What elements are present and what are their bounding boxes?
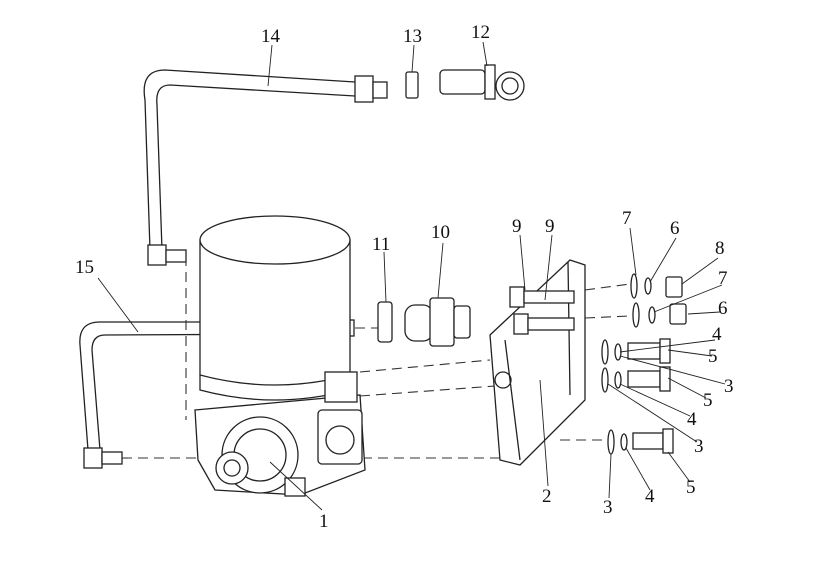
callout-15: 15 (75, 257, 94, 278)
bolts-9 (509, 286, 575, 335)
callout-10: 10 (431, 222, 450, 243)
callout-5c: 5 (686, 477, 696, 498)
callout-5a: 5 (708, 346, 718, 367)
callout-11: 11 (372, 234, 390, 255)
callout-6a: 6 (670, 218, 680, 239)
callout-6b: 6 (718, 298, 728, 319)
fitting-12 (439, 64, 525, 101)
callout-12: 12 (471, 22, 490, 43)
fitting-10 (404, 297, 471, 347)
callout-4c: 4 (645, 486, 655, 507)
leader-lines (97, 41, 726, 511)
fasteners-right (601, 273, 687, 455)
callout-2: 2 (542, 486, 552, 507)
callout-13: 13 (403, 26, 422, 47)
callout-1: 1 (319, 511, 329, 532)
callout-3b: 3 (694, 436, 704, 457)
callout-8: 8 (715, 238, 725, 259)
callout-9b: 9 (545, 216, 555, 237)
callout-4a: 4 (712, 324, 722, 345)
nut-13 (405, 71, 419, 99)
callout-7a: 7 (622, 208, 632, 229)
callout-7b: 7 (718, 268, 728, 289)
pipe-14 (143, 69, 388, 266)
bracket-2 (489, 259, 586, 466)
callout-5b: 5 (703, 390, 713, 411)
callout-4b: 4 (687, 409, 697, 430)
callout-3a: 3 (724, 376, 734, 397)
air-dryer-1 (194, 215, 366, 497)
callout-14: 14 (261, 26, 281, 47)
nut-11 (377, 301, 393, 343)
callout-3c: 3 (603, 497, 613, 518)
alignment-lines (122, 256, 631, 459)
callout-9a: 9 (512, 216, 522, 237)
